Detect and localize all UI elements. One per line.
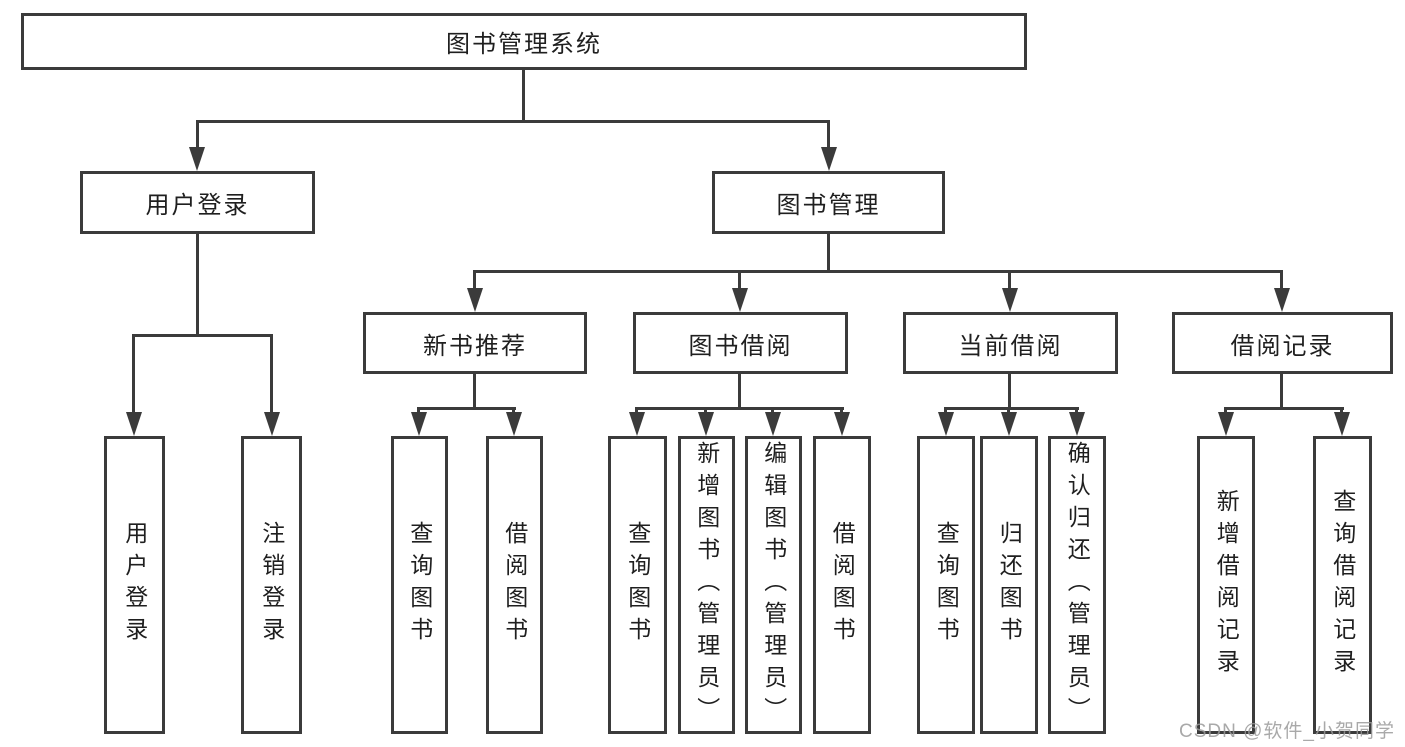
connector-user-login-stem <box>196 234 199 334</box>
connector-drop-current-borrow <box>1008 270 1011 292</box>
connector-book-borrow-branch <box>635 407 844 410</box>
arrowhead-leaf-logout <box>264 412 280 436</box>
leaf-logout: 注销登录 <box>241 436 302 734</box>
leaf-add-borrow-record-label: 新增借阅记录 <box>1213 489 1240 681</box>
connector-drop-leaf <box>771 407 774 416</box>
leaf-search-book-borrow: 查询图书 <box>608 436 667 734</box>
leaf-query-borrow-record-label: 查询借阅记录 <box>1329 489 1356 681</box>
arrowhead-leaf-borrow-book-recommend <box>506 412 522 436</box>
node-book-management: 图书管理 <box>712 171 945 234</box>
connector-book-borrow-stem <box>738 374 741 407</box>
leaf-borrow-book: 借阅图书 <box>813 436 871 734</box>
connector-drop-leaf <box>1075 407 1078 416</box>
connector-drop-leaf <box>512 407 515 416</box>
connector-drop-borrow-records <box>1280 270 1283 292</box>
connector-drop-leaf-user-login <box>132 334 135 414</box>
leaf-add-book-admin-label: 新增图书（管理员） <box>693 441 720 729</box>
leaf-confirm-return-admin: 确认归还（管理员） <box>1048 436 1106 734</box>
connector-drop-leaf <box>1340 407 1343 416</box>
arrowhead-borrow-records <box>1274 288 1290 312</box>
connector-drop-leaf <box>840 407 843 416</box>
arrowhead-book-borrow <box>732 288 748 312</box>
arrowhead-leaf-return-book <box>1001 412 1017 436</box>
connector-drop-book-borrow <box>738 270 741 292</box>
connector-user-login-branch <box>132 334 273 337</box>
connector-drop-leaf <box>944 407 947 416</box>
leaf-logout-label: 注销登录 <box>258 521 285 649</box>
connector-new-book-branch <box>417 407 516 410</box>
arrowhead-book-management <box>821 147 837 171</box>
connector-drop-leaf <box>704 407 707 416</box>
leaf-add-book-admin: 新增图书（管理员） <box>678 436 735 734</box>
arrowhead-new-book <box>467 288 483 312</box>
node-current-borrow: 当前借阅 <box>903 312 1118 374</box>
leaf-edit-book-admin-label: 编辑图书（管理员） <box>760 441 787 729</box>
arrowhead-leaf-borrow-book <box>834 412 850 436</box>
arrowhead-user-login <box>189 147 205 171</box>
leaf-user-login: 用户登录 <box>104 436 165 734</box>
node-borrow-records: 借阅记录 <box>1172 312 1393 374</box>
connector-drop-leaf <box>635 407 638 416</box>
leaf-borrow-book-recommend-label: 借阅图书 <box>501 521 528 649</box>
leaf-borrow-book-recommend: 借阅图书 <box>486 436 543 734</box>
connector-book-management-stem <box>827 234 830 270</box>
arrowhead-leaf-query-borrow-record <box>1334 412 1350 436</box>
watermark: CSDN @软件_小贺同学 <box>1179 721 1395 742</box>
leaf-edit-book-admin: 编辑图书（管理员） <box>745 436 802 734</box>
arrowhead-leaf-add-book-admin <box>698 412 714 436</box>
connector-drop-new-book <box>473 270 476 292</box>
arrowhead-leaf-search-book-borrow <box>629 412 645 436</box>
connector-new-book-stem <box>473 374 476 407</box>
leaf-borrow-book-label: 借阅图书 <box>829 521 856 649</box>
leaf-search-book-borrow-label: 查询图书 <box>624 521 651 649</box>
node-user-login: 用户登录 <box>80 171 315 234</box>
connector-drop-leaf <box>1007 407 1010 416</box>
arrowhead-leaf-search-book-current <box>938 412 954 436</box>
arrowhead-leaf-confirm-return-admin <box>1069 412 1085 436</box>
leaf-add-borrow-record: 新增借阅记录 <box>1197 436 1255 734</box>
leaf-user-login-label: 用户登录 <box>121 521 148 649</box>
connector-current-borrow-branch <box>944 407 1079 410</box>
leaf-search-book-current: 查询图书 <box>917 436 975 734</box>
connector-borrow-records-stem <box>1280 374 1283 407</box>
connector-drop-leaf <box>1224 407 1227 416</box>
arrowhead-leaf-add-borrow-record <box>1218 412 1234 436</box>
connector-root-stem <box>522 70 525 120</box>
node-book-borrow: 图书借阅 <box>633 312 848 374</box>
connector-drop-user-login <box>196 120 199 150</box>
leaf-return-book: 归还图书 <box>980 436 1038 734</box>
arrowhead-leaf-user-login <box>126 412 142 436</box>
leaf-search-book-recommend: 查询图书 <box>391 436 448 734</box>
leaf-confirm-return-admin-label: 确认归还（管理员） <box>1064 441 1091 729</box>
connector-root-branch <box>196 120 830 123</box>
connector-borrow-records-branch <box>1224 407 1344 410</box>
connector-drop-leaf-logout <box>270 334 273 414</box>
leaf-search-book-current-label: 查询图书 <box>933 521 960 649</box>
connector-drop-leaf <box>417 407 420 416</box>
node-root: 图书管理系统 <box>21 13 1027 70</box>
leaf-return-book-label: 归还图书 <box>996 521 1023 649</box>
node-new-book-recommend: 新书推荐 <box>363 312 587 374</box>
connector-drop-book-management <box>827 120 830 150</box>
leaf-query-borrow-record: 查询借阅记录 <box>1313 436 1372 734</box>
connector-book-management-branch <box>473 270 1283 273</box>
arrowhead-current-borrow <box>1002 288 1018 312</box>
arrowhead-leaf-edit-book-admin <box>765 412 781 436</box>
connector-current-borrow-stem <box>1008 374 1011 407</box>
arrowhead-leaf-search-book-recommend <box>411 412 427 436</box>
leaf-search-book-recommend-label: 查询图书 <box>406 521 433 649</box>
